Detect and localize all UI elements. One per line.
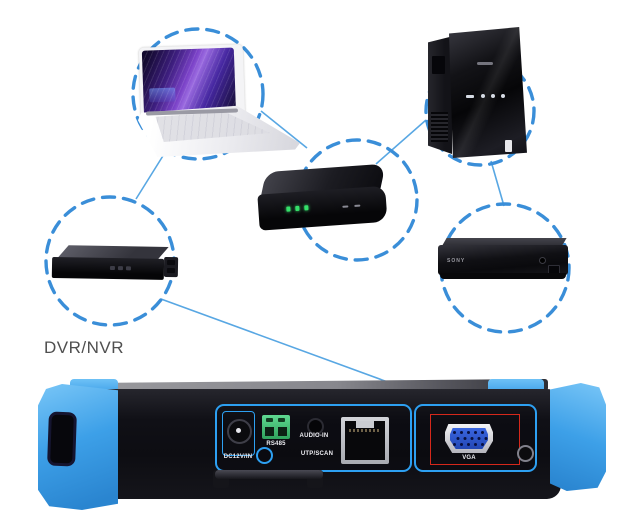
- media-player-image: SONY: [438, 236, 570, 292]
- audio-in-label: AUDIO-IN: [299, 433, 329, 439]
- line-pc-to-stb-icon: [375, 119, 427, 165]
- pc-drive-bay: [432, 56, 445, 74]
- dvr-cap-slot: [167, 259, 176, 266]
- dc-power-label: DC12V/IN: [223, 454, 253, 460]
- stb-led-icon: [304, 205, 309, 211]
- screw-hole-icon: [517, 445, 534, 462]
- strap-slot: [47, 411, 77, 467]
- pc-front-slot: [505, 140, 512, 152]
- set-top-box-image: [254, 161, 397, 242]
- stb-port-mark: [342, 205, 349, 208]
- laptop-screen-widget: [149, 87, 176, 103]
- laptop-screen: [141, 47, 236, 115]
- stb-led-icon: [286, 206, 291, 212]
- rs485-terminal-icon: [262, 415, 290, 439]
- ethernet-port-icon: [341, 417, 389, 464]
- line-pc-to-player-icon: [490, 160, 505, 207]
- dvr-button-icon: [109, 265, 115, 271]
- dc-jack-outline: [222, 411, 255, 456]
- main-port-panel: DC12V/IN RS485 AUDIO-IN UTP/SCAN: [215, 404, 412, 472]
- dvr-button-icon: [125, 266, 131, 271]
- line-laptop-to-stb-icon: [260, 110, 308, 149]
- tester-right-bumper: [550, 383, 606, 491]
- player-base-lip: [440, 273, 566, 279]
- stb-port-mark: [354, 204, 361, 207]
- line-laptop-to-dvr-icon: [135, 150, 167, 200]
- pc-side-vent: [431, 112, 448, 142]
- pc-led-icon: [481, 94, 485, 98]
- stb-led-icon: [295, 205, 300, 212]
- dvr-cap-slot: [166, 267, 175, 274]
- kickstand-bar: [215, 470, 323, 479]
- rs485-label: RS485: [266, 441, 286, 447]
- vga-highlight-box: [430, 414, 520, 465]
- pc-led-icon: [501, 94, 505, 98]
- ethernet-clip-notch: [356, 421, 374, 428]
- pc-led-dash: [466, 95, 474, 98]
- dvr-end-cap: [163, 256, 179, 278]
- player-power-button-icon: [539, 257, 546, 264]
- stb-front-face: [257, 185, 388, 231]
- ground-button-icon: [256, 447, 273, 464]
- dvr-nvr-image: [51, 243, 179, 289]
- pc-front-panel: [449, 27, 527, 158]
- vga-port-panel: VGA: [414, 404, 537, 472]
- pc-logo: [477, 62, 493, 65]
- dvr-button-icon: [117, 266, 123, 271]
- dvr-nvr-caption: DVR/NVR: [44, 338, 125, 357]
- audio-jack-icon: [307, 418, 324, 435]
- dc-power-jack-icon: [227, 419, 252, 444]
- laptop-circle-icon: [131, 27, 265, 161]
- player-brand-text: SONY: [447, 258, 466, 264]
- vga-port-face: [450, 428, 488, 449]
- utp-scan-label: UTP/SCAN: [300, 451, 334, 457]
- dvr-front-face: [51, 256, 165, 280]
- vga-label: VGA: [462, 455, 476, 461]
- ethernet-pins: [349, 429, 381, 432]
- player-front-face: SONY: [438, 245, 568, 275]
- vga-pin-holes: [453, 431, 456, 434]
- pc-led-icon: [491, 94, 495, 98]
